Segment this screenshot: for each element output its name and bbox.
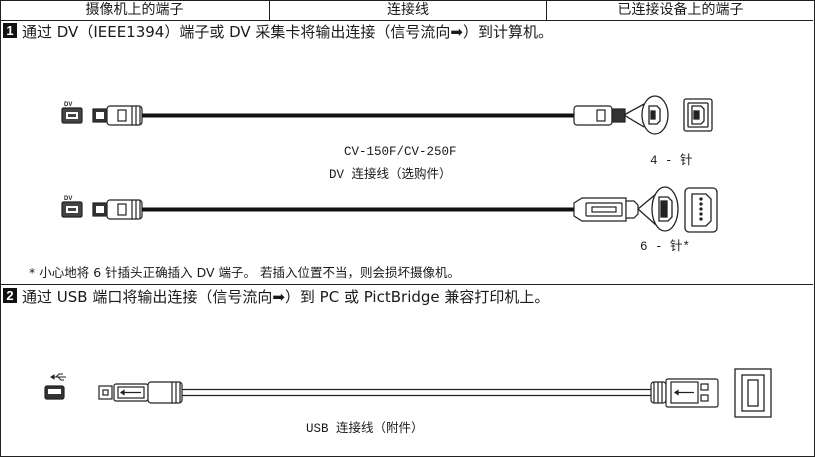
pin-6-port-icon bbox=[684, 187, 718, 233]
camera-usb-port-icon bbox=[44, 385, 65, 400]
header-divider bbox=[546, 0, 547, 20]
camera-dv-port-icon: DV bbox=[61, 102, 83, 124]
usb-cable-name: USB 连接线（附件） bbox=[306, 422, 424, 436]
header-device-terminal: 已连接设备上的端子 bbox=[617, 2, 744, 18]
dv-plug-left-icon bbox=[92, 199, 143, 220]
header-cable: 连接线 bbox=[387, 2, 429, 18]
footnote: * 小心地将 6 针插头正确插入 DV 端子。 若插入位置不当，则会损坏摄像机。 bbox=[29, 265, 461, 280]
step-number: 2 bbox=[3, 288, 17, 303]
usb-a-plug-icon bbox=[650, 378, 719, 408]
dv-port-label: DV bbox=[64, 196, 72, 202]
header-rule bbox=[0, 20, 813, 21]
usb-a-port-icon bbox=[734, 368, 772, 418]
camera-dv-port-icon: DV bbox=[61, 196, 83, 218]
pin-4-port-icon bbox=[683, 98, 713, 132]
step-2-instruction: 通过 USB 端口将输出连接（信号流向➡）到 PC 或 PictBridge 兼… bbox=[22, 288, 550, 306]
usb-symbol-icon bbox=[50, 373, 66, 381]
pin-4-connector-icon bbox=[623, 95, 669, 135]
dv-cable-name: DV 连接线（选购件） bbox=[329, 168, 452, 182]
pin-6-plug-icon bbox=[573, 197, 639, 222]
section-rule bbox=[0, 284, 813, 285]
dv-cable-model: CV-150F/CV-250F bbox=[344, 145, 457, 159]
usb-mini-plug-icon bbox=[98, 381, 183, 404]
pin-6-label: 6 - 针* bbox=[640, 240, 691, 254]
step-1-instruction: 通过 DV（IEEE1394）端子或 DV 采集卡将输出连接（信号流向➡）到计算… bbox=[22, 23, 554, 41]
header-divider bbox=[269, 0, 270, 20]
dv-plug-right-icon bbox=[573, 105, 626, 126]
step-number: 1 bbox=[3, 23, 17, 38]
pin-4-label: 4 - 针 bbox=[650, 154, 693, 168]
usb-cable-line bbox=[182, 388, 652, 397]
header-camera-terminal: 摄像机上的端子 bbox=[85, 2, 184, 18]
dv-port-label: DV bbox=[64, 102, 72, 108]
pin-6-connector-icon bbox=[637, 186, 679, 232]
dv-plug-left-icon bbox=[92, 105, 143, 126]
